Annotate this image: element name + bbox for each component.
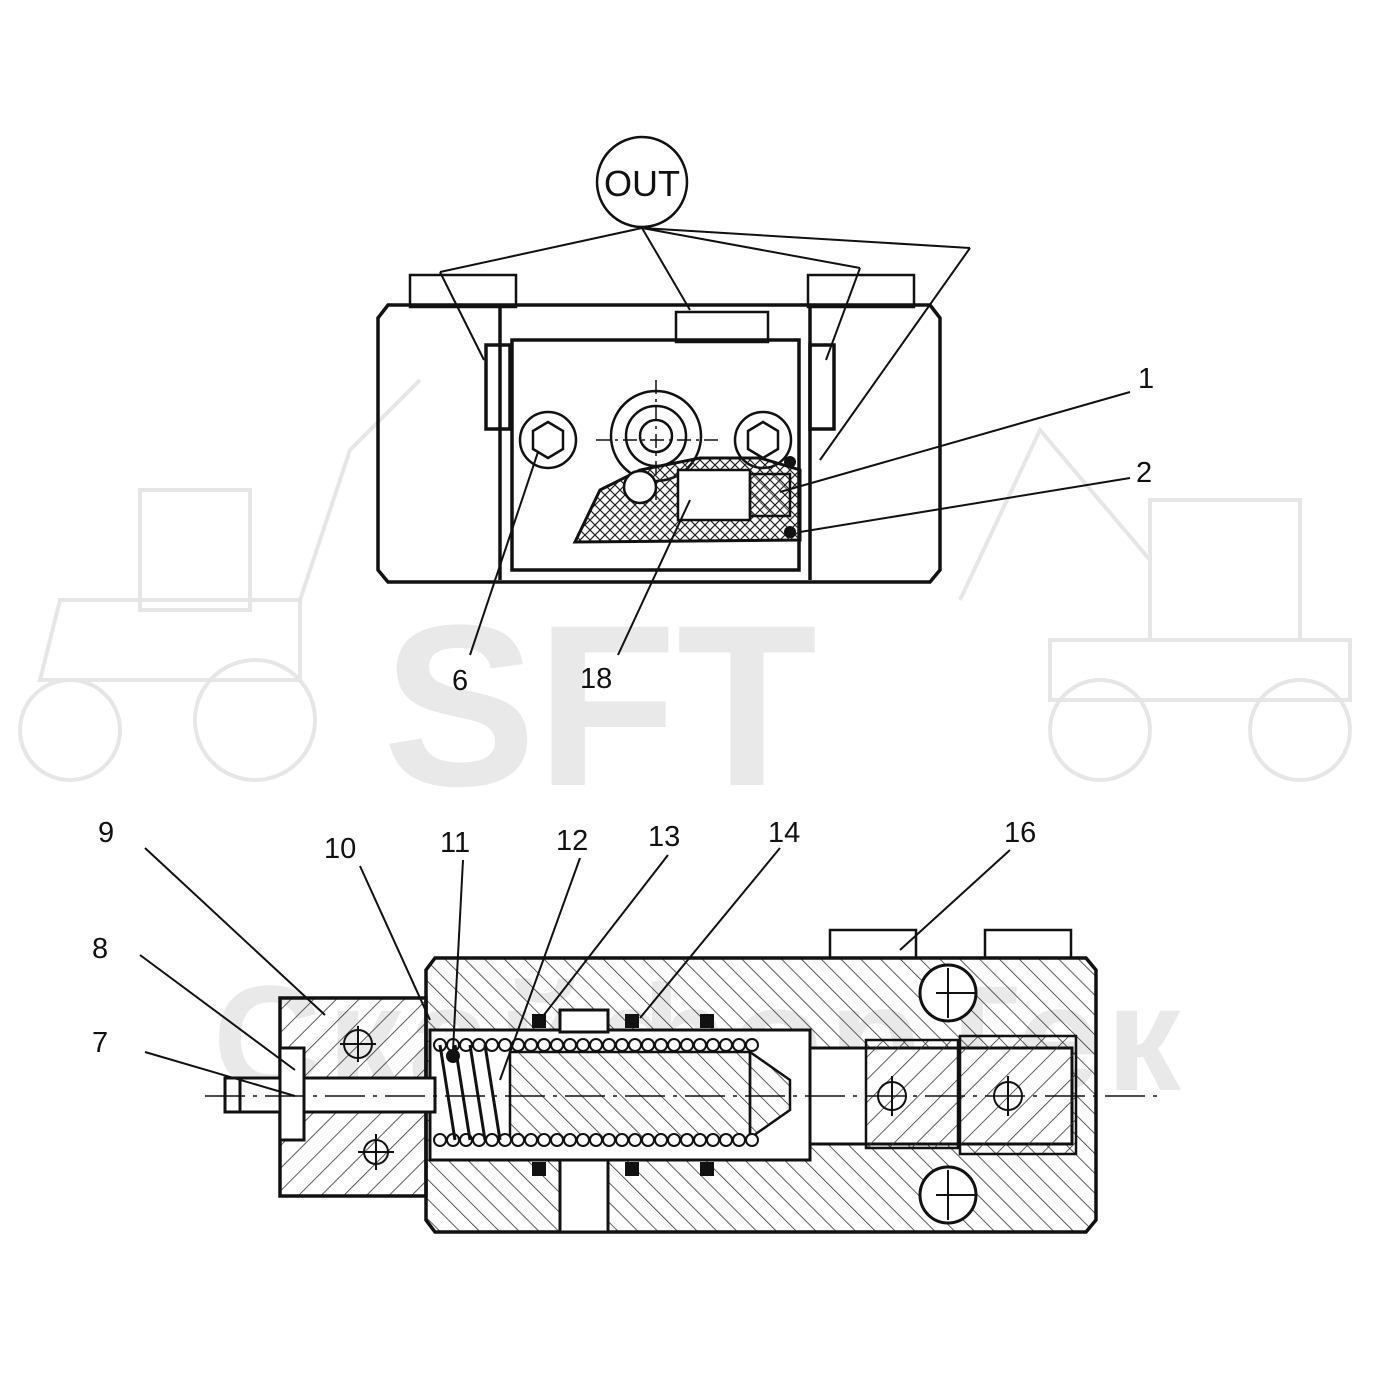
section-view: 9 8 7 10 11 12 13 14 16 — [92, 817, 1160, 1234]
spring-coil — [745, 1133, 759, 1147]
callout-16: 16 — [1004, 817, 1036, 849]
top-fittings — [408, 273, 916, 344]
top-body — [376, 303, 942, 584]
section-adjust-screw — [223, 1046, 437, 1142]
spring-coil — [563, 1038, 577, 1052]
spring-coil — [719, 1038, 733, 1052]
spring-coil — [550, 1133, 564, 1147]
spring-coil — [537, 1133, 551, 1147]
spring-coil — [589, 1038, 603, 1052]
watermark-excavator-icon — [958, 426, 1352, 782]
spring-coil — [524, 1133, 538, 1147]
spring-coil — [732, 1133, 746, 1147]
section-callout-leaders — [139, 847, 1011, 1097]
callout-6: 6 — [452, 665, 468, 697]
spring-coil — [485, 1133, 499, 1147]
spring-coil — [654, 1133, 668, 1147]
spring-coil — [680, 1038, 694, 1052]
spring-coil — [576, 1038, 590, 1052]
out-leaders — [439, 227, 971, 461]
spring-coil — [602, 1133, 616, 1147]
out-port-bubble: OUT — [595, 135, 689, 229]
top-view: OUT — [376, 135, 1154, 697]
section-spring-coils-top — [433, 1038, 759, 1052]
callout-13: 13 — [648, 821, 680, 853]
top-cavity — [572, 456, 802, 544]
spring-coil — [576, 1133, 590, 1147]
callout-18: 18 — [580, 663, 612, 695]
spring-coil — [537, 1038, 551, 1052]
spring-coil — [628, 1133, 642, 1147]
spring-coil — [472, 1038, 486, 1052]
spring-coil — [485, 1038, 499, 1052]
watermark-tractor-icon — [18, 378, 422, 782]
spring-coil — [693, 1038, 707, 1052]
section-spool — [508, 1049, 792, 1141]
spring-coil — [524, 1038, 538, 1052]
callout-9: 9 — [98, 817, 114, 849]
spring-coil — [511, 1133, 525, 1147]
spring-coil — [589, 1133, 603, 1147]
out-port-label: OUT — [604, 163, 680, 204]
callout-7: 7 — [92, 1027, 108, 1059]
callout-10: 10 — [324, 833, 356, 865]
spring-coil — [732, 1038, 746, 1052]
section-spring — [438, 1044, 502, 1141]
spring-coil — [615, 1038, 629, 1052]
spring-coil — [680, 1133, 694, 1147]
spring-coil — [498, 1038, 512, 1052]
spring-coil — [706, 1038, 720, 1052]
callout-14: 14 — [768, 817, 800, 849]
spring-coil — [641, 1133, 655, 1147]
callout-11: 11 — [440, 827, 470, 859]
spring-coil — [628, 1038, 642, 1052]
callout-12: 12 — [556, 825, 588, 857]
spring-coil — [641, 1038, 655, 1052]
spring-coil — [550, 1038, 564, 1052]
spring-coil — [654, 1038, 668, 1052]
spring-coil — [745, 1038, 759, 1052]
callout-8: 8 — [92, 933, 108, 965]
watermark-brand: SFT — [383, 577, 817, 834]
spring-coil — [615, 1133, 629, 1147]
spring-coil — [563, 1133, 577, 1147]
spring-coil — [719, 1133, 733, 1147]
spring-coil — [433, 1133, 447, 1147]
top-callout-leaders — [469, 391, 1131, 656]
spring-coil — [693, 1133, 707, 1147]
spring-coil — [706, 1133, 720, 1147]
section-ports — [558, 963, 978, 1234]
section-crosshairs — [340, 968, 1023, 1220]
callout-1: 1 — [1138, 363, 1154, 395]
spring-coil — [667, 1038, 681, 1052]
spring-coil — [602, 1038, 616, 1052]
callout-2: 2 — [1136, 457, 1152, 489]
section-spring-coils-bottom — [433, 1133, 759, 1147]
spring-coil — [667, 1133, 681, 1147]
